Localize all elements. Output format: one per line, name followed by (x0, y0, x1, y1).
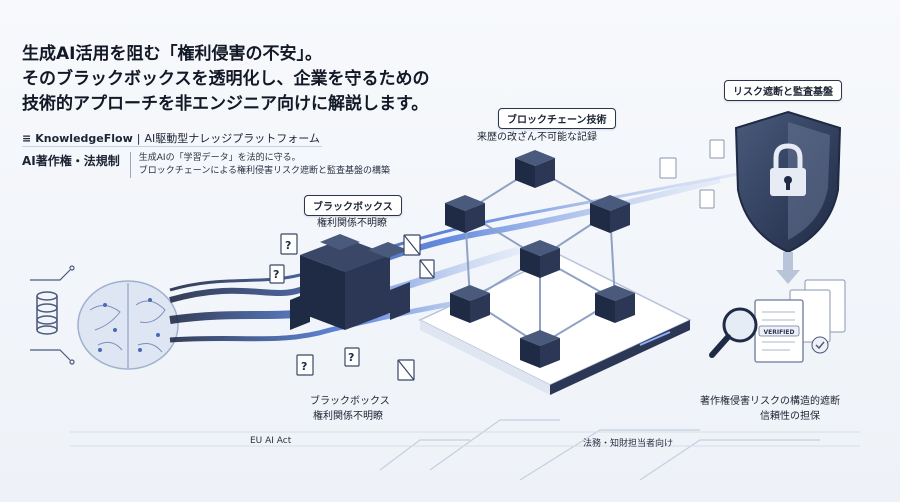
down-arrow-icon (776, 252, 800, 284)
headline-line-2: そのブラックボックスを透明化し、企業を守るための (22, 69, 430, 89)
law-tag: AI著作権・法規制 (22, 154, 120, 168)
block-bottom (520, 330, 560, 368)
headline-line-1: 生成AI活用を阻む「権利侵害の不安」。 (22, 44, 322, 64)
svg-text:?: ? (301, 360, 307, 373)
brand-logo-icon: ≡ (22, 131, 32, 145)
brand-name: KnowledgeFlow (35, 131, 133, 145)
block-bottom-right (595, 285, 635, 323)
law-description: 生成AIの「学習データ」を法的に守る。 ブロックチェーンによる権利侵害リスク遮断… (129, 152, 391, 178)
question-mark-text: ?? ?? (273, 239, 354, 373)
block-center (520, 240, 560, 278)
block-cube-icons (445, 150, 635, 368)
circuit-left-icon (30, 265, 75, 365)
blockchain-title-label: ブロックチェーン技術 (498, 108, 616, 129)
block-top (515, 150, 555, 188)
blockchain-platform (418, 254, 692, 395)
law-section: AI著作権・法規制 生成AIの「学習データ」を法的に守る。 ブロックチェーンによ… (22, 152, 390, 178)
verified-stamp: VERIFIED (763, 329, 794, 336)
svg-text:?: ? (348, 351, 354, 364)
brain-icon (77, 280, 179, 370)
result-line-2: 信頼性の担保 (760, 411, 820, 422)
audience-label: 法務・知財担当者向け (583, 439, 674, 449)
result-line-1: 著作権侵害リスクの構造的遮断 (700, 396, 840, 407)
block-bottom-left (450, 285, 490, 323)
circuit-lines (379, 419, 820, 481)
shield-lock-icon (734, 110, 842, 254)
blocked-document-icon (397, 234, 435, 381)
brand-tagline: AI駆動型ナレッジプラットフォーム (144, 132, 320, 145)
blackbox-bottom-title: ブラックボックス (310, 396, 390, 407)
eu-ai-act-label: EU AI Act (250, 436, 292, 446)
brand-separator: | (136, 131, 141, 145)
database-icon (36, 291, 58, 335)
question-document-icon (269, 233, 360, 376)
blackbox-cube-icon (290, 234, 410, 330)
blackbox-subtitle: 権利関係不明瞭 (317, 218, 387, 229)
divider (22, 146, 322, 147)
headline-line-3: 技術的アプローチを非エンジニア向けに解説します。 (22, 94, 429, 114)
blockchain-subtitle: 来歴の改ざん不可能な記録 (477, 132, 597, 143)
law-desc-line-1: 生成AIの「学習データ」を法的に守る。 (138, 153, 301, 163)
brand: ≡ KnowledgeFlow | AI駆動型ナレッジプラットフォーム (22, 130, 320, 146)
block-right (590, 195, 630, 233)
svg-text:?: ? (273, 268, 279, 281)
svg-text:?: ? (285, 239, 291, 252)
law-desc-line-2: ブロックチェーンによる権利侵害リスク遮断と監査基盤の構築 (138, 166, 391, 176)
risk-title-label: リスク遮断と監査基盤 (724, 80, 842, 101)
blackbox-bottom-subtitle: 権利関係不明瞭 (313, 411, 383, 422)
magnifier-icon (709, 307, 758, 358)
block-left (445, 195, 485, 233)
blackbox-title-label: ブラックボックス (304, 195, 402, 216)
verified-document-icons (754, 279, 846, 363)
headline: 生成AI活用を阻む「権利侵害の不安」。 そのブラックボックスを透明化し、企業を守… (22, 42, 442, 117)
